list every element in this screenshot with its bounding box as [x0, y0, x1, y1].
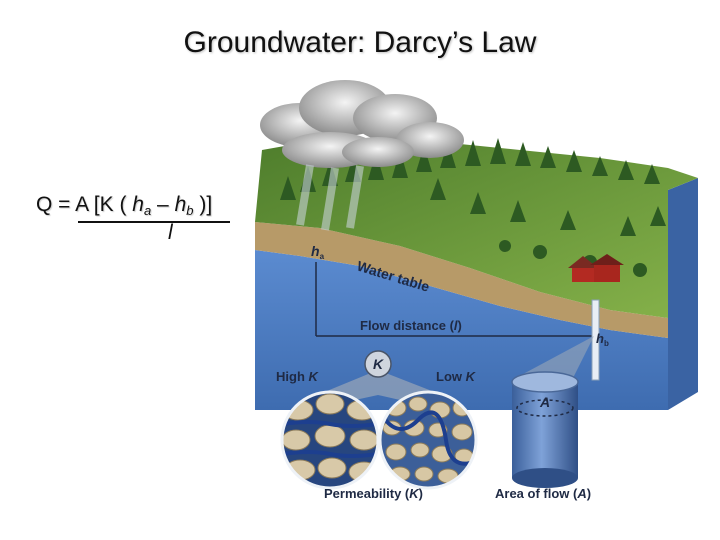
k-circle-label: K: [373, 356, 384, 372]
high-k-label: High K: [276, 369, 320, 384]
block-side-face: [668, 178, 698, 410]
area-of-flow-cylinder: [512, 372, 578, 488]
low-k-label: Low K: [436, 369, 477, 384]
flow-distance-label: Flow distance (l): [360, 318, 462, 333]
area-of-flow-caption: Area of flow (A): [495, 486, 591, 501]
rain-clouds: [260, 80, 464, 168]
permeability-caption: Permeability (K): [324, 486, 423, 501]
cylinder-area-label: A: [539, 394, 550, 410]
